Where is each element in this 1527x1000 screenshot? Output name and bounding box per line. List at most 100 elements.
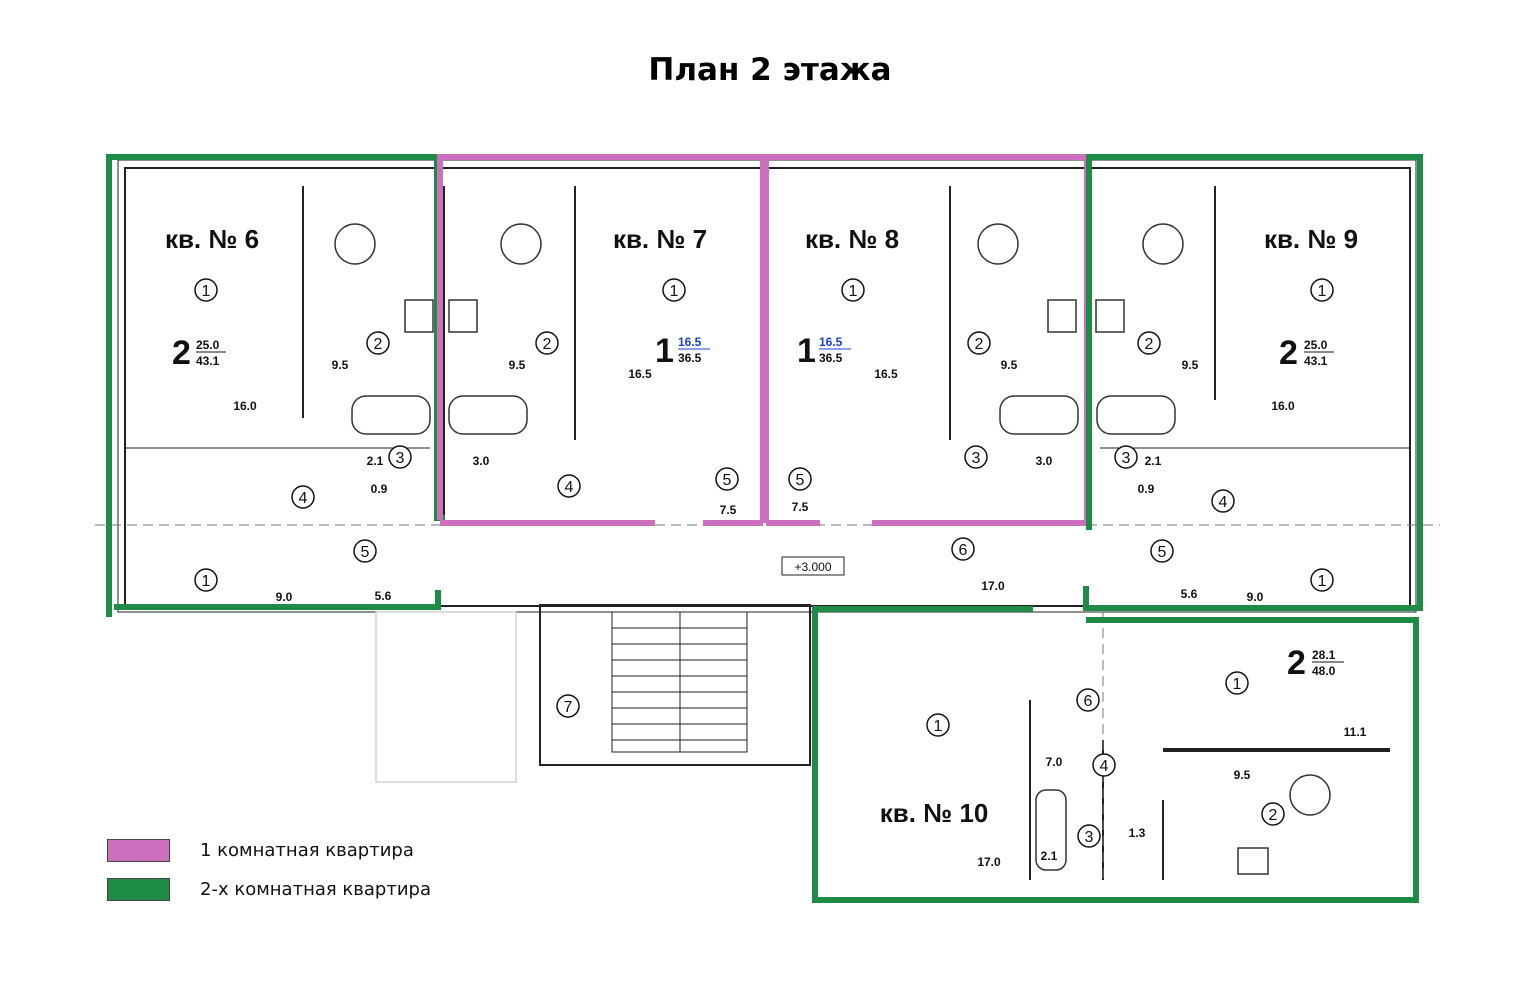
- room-marker-3: 3: [1114, 445, 1138, 469]
- room-marker-5: 5: [715, 467, 739, 491]
- rooms-count: 2: [1287, 644, 1306, 682]
- svg-text:6: 6: [959, 542, 968, 559]
- dining-table-icon: [500, 223, 542, 265]
- room-area: 9.0: [1247, 590, 1264, 604]
- stove-icon: [1237, 847, 1269, 875]
- room-area: 2.1: [1041, 849, 1058, 863]
- svg-text:3: 3: [1122, 450, 1131, 467]
- svg-text:1: 1: [202, 283, 211, 300]
- room-area: 2.1: [1145, 454, 1162, 468]
- rooms-count: 1: [797, 332, 816, 370]
- room-marker-5: 5: [788, 467, 812, 491]
- room-area: 9.5: [1234, 768, 1251, 782]
- svg-text:5: 5: [1158, 544, 1167, 561]
- room-area: 3.0: [1036, 454, 1053, 468]
- room-area: 7.0: [1046, 755, 1063, 769]
- level-mark-text: +3.000: [794, 560, 831, 574]
- svg-text:4: 4: [299, 490, 308, 507]
- apartment-6-outline: [106, 154, 445, 617]
- room-area: 5.6: [1181, 587, 1198, 601]
- svg-text:4: 4: [1219, 494, 1228, 511]
- room-marker-7: 7: [556, 694, 580, 718]
- svg-text:5: 5: [723, 472, 732, 489]
- svg-text:2: 2: [1269, 807, 1278, 824]
- total-area: 43.1: [1304, 354, 1328, 368]
- dining-table-icon: [1289, 774, 1331, 816]
- legend-swatch-two-room: [107, 878, 170, 901]
- svg-text:1: 1: [670, 283, 679, 300]
- room-marker-4: 4: [1211, 489, 1235, 513]
- room-area: 2.1: [367, 454, 384, 468]
- room-area: 5.6: [375, 589, 392, 603]
- apartment-label: кв. № 9: [1264, 224, 1358, 254]
- room-area: 7.5: [720, 503, 737, 517]
- room-marker-1: 1: [1225, 671, 1249, 695]
- room-marker-1: 1: [1310, 568, 1334, 592]
- room-marker-1: 1: [194, 278, 218, 302]
- room-marker-1: 1: [662, 278, 686, 302]
- room-marker-1: 1: [1310, 278, 1334, 302]
- svg-text:4: 4: [565, 479, 574, 496]
- room-area: 17.0: [981, 579, 1005, 593]
- room-area: 16.0: [1271, 399, 1295, 413]
- bathtub-icon: [1035, 789, 1067, 871]
- room-marker-5: 5: [353, 539, 377, 563]
- room-area: 1.3: [1129, 826, 1146, 840]
- legend-row-one-room: 1 комнатная квартира: [107, 839, 414, 862]
- bathtub-icon: [351, 395, 431, 435]
- living-area: 16.5: [678, 335, 702, 349]
- svg-text:2: 2: [1145, 336, 1154, 353]
- bathtub-icon: [999, 395, 1079, 435]
- bathtub-icon: [1096, 395, 1176, 435]
- total-area: 48.0: [1312, 664, 1336, 678]
- legend-swatch-one-room: [107, 839, 170, 862]
- living-area: 25.0: [196, 338, 220, 352]
- stove-icon: [1047, 299, 1077, 333]
- rooms-count: 1: [655, 332, 674, 370]
- legend-label-one-room: 1 комнатная квартира: [200, 840, 414, 861]
- room-area: 16.0: [233, 399, 257, 413]
- stove-icon: [448, 299, 478, 333]
- stove-icon: [404, 299, 434, 333]
- rooms-count: 2: [1279, 334, 1298, 372]
- room-marker-1: 1: [194, 568, 218, 592]
- apartment-labels: кв. № 6 кв. № 7 кв. № 8 кв. № 9 кв. № 10: [165, 224, 1358, 828]
- living-area: 28.1: [1312, 648, 1336, 662]
- room-area: 0.9: [371, 482, 388, 496]
- svg-text:2: 2: [543, 336, 552, 353]
- area-summaries: 2 25.0 43.1 1 16.5 36.5 1 16.5 36.5 2 25…: [172, 332, 1344, 682]
- room-areas: 16.0 9.5 2.1 0.9 9.0 5.6 9.5 3.0 7.5 16.…: [233, 358, 1366, 869]
- apartment-label: кв. № 6: [165, 224, 259, 254]
- svg-text:1: 1: [849, 283, 858, 300]
- apartment-outlines: [106, 154, 1423, 903]
- fixtures: [334, 223, 1331, 875]
- apartment-label: кв. № 7: [613, 224, 707, 254]
- svg-text:2: 2: [374, 336, 383, 353]
- legend-row-two-room: 2-х комнатная квартира: [107, 878, 431, 901]
- dining-table-icon: [334, 223, 376, 265]
- room-marker-2: 2: [1137, 331, 1161, 355]
- svg-text:1: 1: [1318, 283, 1327, 300]
- apartment-10-outline: [812, 606, 1419, 903]
- legend-label-two-room: 2-х комнатная квартира: [200, 879, 431, 900]
- room-marker-4: 4: [557, 474, 581, 498]
- svg-text:3: 3: [1085, 829, 1094, 846]
- svg-text:5: 5: [796, 472, 805, 489]
- room-number-markers: 1 2 3 4 5 1 2 1 4 5 1 5 2 3 2 1 3 4 5 1 …: [194, 278, 1334, 848]
- room-area: 16.5: [874, 367, 898, 381]
- living-area: 16.5: [819, 335, 843, 349]
- room-marker-1: 1: [926, 713, 950, 737]
- total-area: 36.5: [819, 351, 843, 365]
- svg-text:2: 2: [975, 336, 984, 353]
- room-marker-4: 4: [291, 485, 315, 509]
- svg-text:1: 1: [1233, 676, 1242, 693]
- svg-text:1: 1: [934, 718, 943, 735]
- svg-text:3: 3: [972, 450, 981, 467]
- room-area: 3.0: [473, 454, 490, 468]
- apartment-7-outline: [437, 154, 766, 526]
- dining-table-icon: [1142, 223, 1184, 265]
- svg-text:7: 7: [564, 699, 573, 716]
- bathtub-icon: [448, 395, 528, 435]
- svg-text:6: 6: [1084, 693, 1093, 710]
